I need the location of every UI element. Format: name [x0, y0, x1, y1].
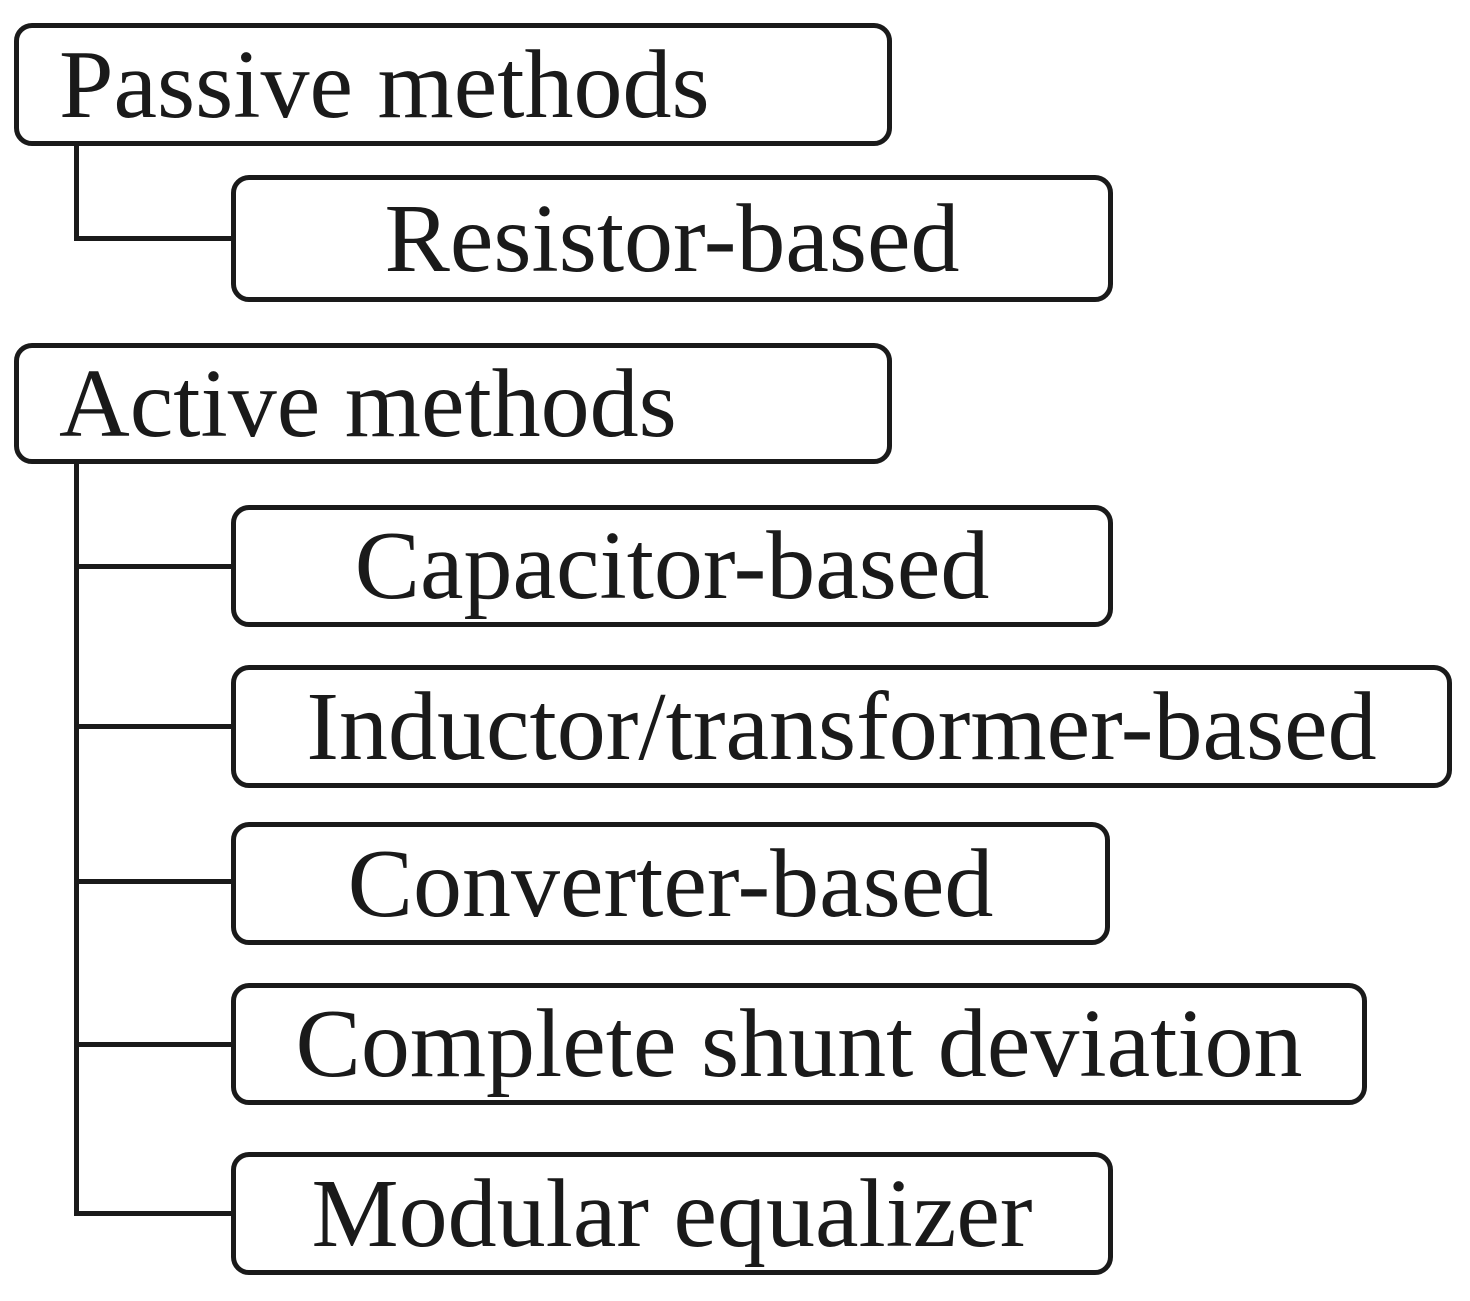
- connector-active-trunk: [74, 464, 79, 1214]
- connector-active-to-complete-shunt: [74, 1042, 231, 1047]
- node-resistor-based: Resistor-based: [231, 175, 1113, 302]
- node-resistor-based-label: Resistor-based: [384, 184, 960, 293]
- node-modular-equalizer: Modular equalizer: [231, 1152, 1113, 1275]
- connector-active-to-modular: [74, 1211, 231, 1216]
- connector-passive-trunk: [74, 146, 79, 239]
- node-complete-shunt-deviation: Complete shunt deviation: [231, 983, 1367, 1105]
- node-passive-methods-label: Passive methods: [59, 30, 710, 139]
- connector-active-to-capacitor: [74, 564, 231, 569]
- connector-active-to-converter: [74, 879, 231, 884]
- connector-passive-to-resistor: [74, 236, 231, 241]
- node-active-methods: Active methods: [14, 343, 892, 464]
- node-inductor-transformer-based-label: Inductor/transformer-based: [306, 672, 1377, 781]
- node-modular-equalizer-label: Modular equalizer: [311, 1159, 1033, 1268]
- node-complete-shunt-deviation-label: Complete shunt deviation: [295, 990, 1303, 1098]
- node-capacitor-based-label: Capacitor-based: [354, 512, 990, 620]
- node-active-methods-label: Active methods: [59, 349, 677, 458]
- node-inductor-transformer-based: Inductor/transformer-based: [231, 665, 1452, 788]
- node-capacitor-based: Capacitor-based: [231, 505, 1113, 627]
- node-converter-based-label: Converter-based: [347, 829, 994, 938]
- node-converter-based: Converter-based: [231, 822, 1110, 945]
- connector-active-to-inductor: [74, 724, 231, 729]
- node-passive-methods: Passive methods: [14, 23, 892, 146]
